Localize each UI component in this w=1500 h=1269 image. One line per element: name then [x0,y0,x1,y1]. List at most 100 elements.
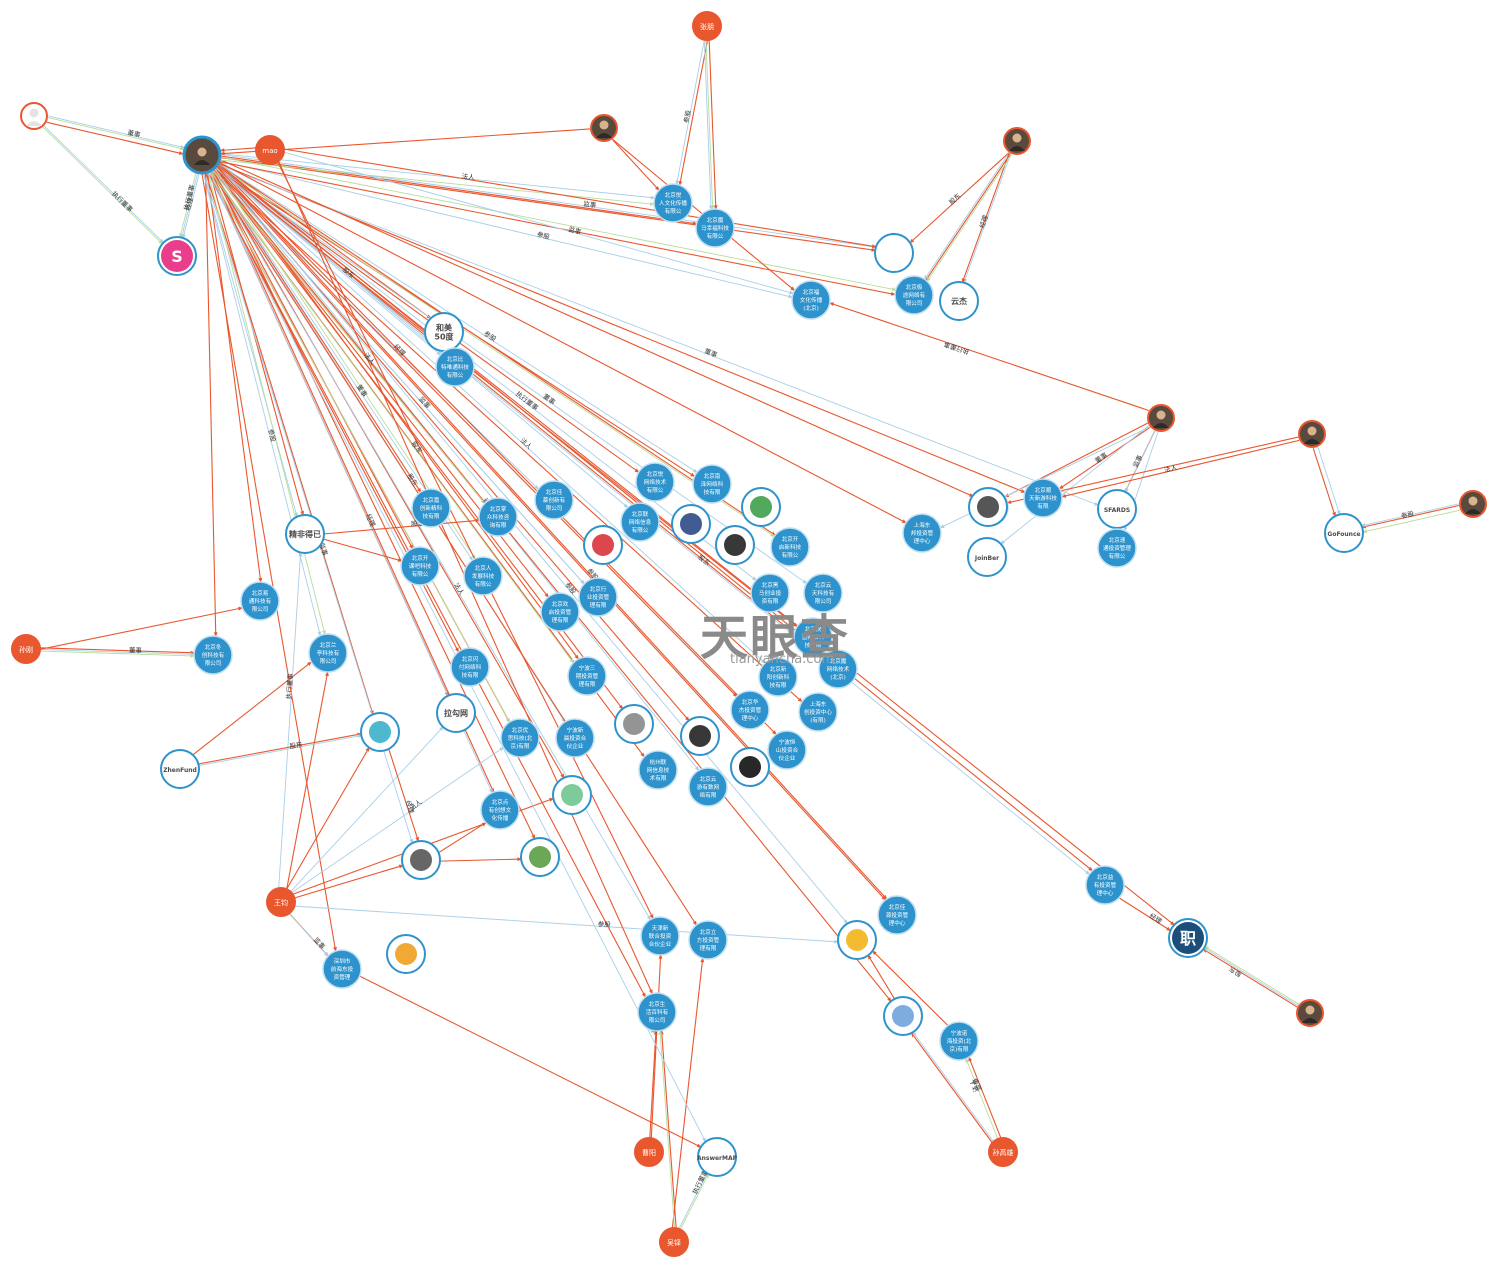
relation-edge [207,168,510,723]
company-logo-node[interactable]: SFARDS [1098,490,1136,528]
company-logo-icon[interactable] [521,838,559,876]
company-logo-node[interactable]: 云杰 [940,282,978,320]
company-logo-icon[interactable] [742,488,780,526]
company-name-line: 海投资(北 [947,1037,972,1045]
edge-label: 董事 [1093,450,1109,465]
company-logo-node[interactable]: JoinBer [968,538,1006,576]
person-node[interactable]: 王钧 [267,888,295,916]
company-logo-node[interactable]: 精非得已 [286,515,324,553]
company-logo-node[interactable]: 拉勾网 [437,694,475,732]
edge-label: 监事 [583,199,598,210]
edge-label: 法人 [452,581,467,597]
company-logo-node[interactable]: AnswerMAP [697,1138,738,1176]
company-logo-icon[interactable] [615,705,653,743]
company-name-line: 活百科有 [646,1008,669,1016]
person-node[interactable] [1299,421,1325,447]
person-node[interactable]: 孙刚 [12,635,40,663]
company-logo-icon[interactable] [838,921,876,959]
company-name-line: 北京联 [632,510,649,518]
person-node[interactable] [21,103,47,129]
company-logo-node[interactable]: GoFounce [1325,514,1363,552]
logo-text: 和美 [436,323,453,333]
company-name-line: 马幸福科技 [701,224,729,232]
company-logo-icon[interactable] [716,526,754,564]
person-node[interactable]: mao [256,136,284,164]
company-name-line: 有限公 [447,371,464,379]
company-logo-node[interactable]: S [158,237,196,275]
person-node[interactable] [1297,1000,1323,1026]
company-logo-icon[interactable] [969,488,1007,526]
company-logo-node[interactable]: 职 [1169,919,1207,957]
company-logo-icon[interactable] [361,713,399,751]
person-node[interactable] [1004,128,1030,154]
company-logo-icon[interactable] [584,526,622,564]
company-logo-icon[interactable] [387,935,425,973]
company-name-line: 限公司 [649,1016,666,1024]
company-name-line: 北京立 [700,928,717,936]
company-logo-icon[interactable] [553,776,591,814]
relation-edge [1000,425,1149,544]
person-node[interactable] [184,137,220,173]
company-logo-icon[interactable] [731,748,769,786]
edge-label: 执行董事 [942,340,970,357]
person-node[interactable]: 曹阳 [635,1138,663,1166]
company-logo-icon[interactable] [884,997,922,1035]
company-logo-icon[interactable] [681,717,719,755]
company-name-line: 网络信息 [629,518,652,526]
company-logo-node[interactable] [875,234,913,272]
person-node[interactable]: 吴铎 [660,1228,688,1256]
company-logo-node[interactable]: ZhenFund [161,750,199,788]
company-name-line: 限公司 [546,504,563,512]
person-node[interactable] [1148,405,1174,431]
company-logo-icon[interactable] [402,841,440,879]
relation-edge [216,156,897,290]
company-logo-icon[interactable] [672,505,710,543]
person-node[interactable] [591,115,617,141]
relation-edge [292,747,505,893]
company-name-line: 有限公 [782,551,799,559]
person-node[interactable] [1460,491,1486,517]
person-node[interactable]: 孙高雄 [989,1138,1017,1166]
person-node[interactable]: 张朋 [693,12,721,40]
